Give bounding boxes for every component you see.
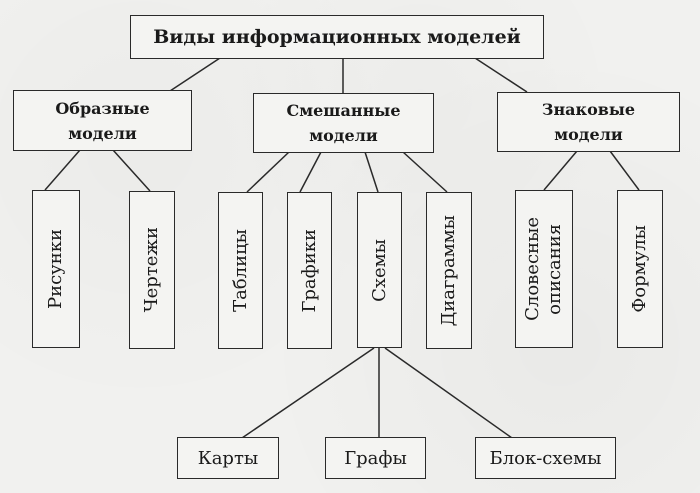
link-root-sign (474, 57, 528, 93)
node-label: Формулы (629, 225, 650, 313)
node-label-line2: описания (544, 223, 565, 315)
link-figurative-blueprints (112, 149, 151, 192)
node-label: Графики (298, 228, 320, 313)
node-label: Чертежи (141, 227, 162, 313)
node-label-line2: модели (68, 123, 137, 143)
node-mixed-models: Смешанные модели (253, 93, 434, 153)
link-mixed-diagrams (402, 151, 448, 193)
node-label: Графы (344, 447, 407, 469)
node-schemes: Схемы (357, 192, 402, 348)
node-label: Схемы (368, 238, 390, 302)
node-figurative-models: Образные модели (13, 90, 192, 151)
node-graphs: Графы (325, 437, 426, 479)
node-graphs-charts: Графики (287, 192, 332, 349)
link-sign-verbal (543, 150, 578, 191)
node-blueprints: Чертежи (129, 191, 175, 349)
node-label: Словесные описания (522, 217, 566, 321)
node-label: Карты (197, 447, 259, 469)
node-label: Блок-схемы (489, 447, 602, 469)
link-mixed-tables (246, 151, 290, 193)
root-label: Виды информационных моделей (153, 26, 521, 48)
link-root-figurative (169, 57, 221, 92)
link-figurative-drawings (44, 149, 81, 191)
node-diagrams: Диаграммы (426, 192, 472, 349)
link-sign-formulas (609, 150, 640, 191)
node-label-line1: Смешанные (286, 101, 401, 120)
node-verbal-descriptions: Словесные описания (515, 190, 573, 348)
node-label-line2: модели (554, 125, 623, 144)
node-label: Рисунки (45, 228, 66, 310)
node-label-line2: модели (309, 126, 378, 145)
link-mixed-schemes (364, 151, 379, 193)
node-label: Диаграммы (438, 214, 459, 327)
node-label-line1: Знаковые (541, 100, 636, 119)
root-node: Виды информационных моделей (130, 15, 544, 59)
node-flowcharts: Блок-схемы (475, 437, 616, 479)
node-label: Таблицы (229, 229, 251, 312)
node-label-line1: Словесные (522, 217, 543, 321)
link-schemes-maps (241, 347, 375, 439)
node-sign-models: Знаковые модели (497, 92, 680, 152)
link-mixed-graphs (299, 151, 322, 193)
node-maps: Карты (177, 437, 279, 479)
node-drawings: Рисунки (32, 190, 80, 348)
node-formulas: Формулы (617, 190, 663, 348)
node-label-line1: Образные (55, 98, 150, 118)
link-schemes-flowcharts (384, 347, 513, 439)
node-tables: Таблицы (218, 192, 263, 349)
